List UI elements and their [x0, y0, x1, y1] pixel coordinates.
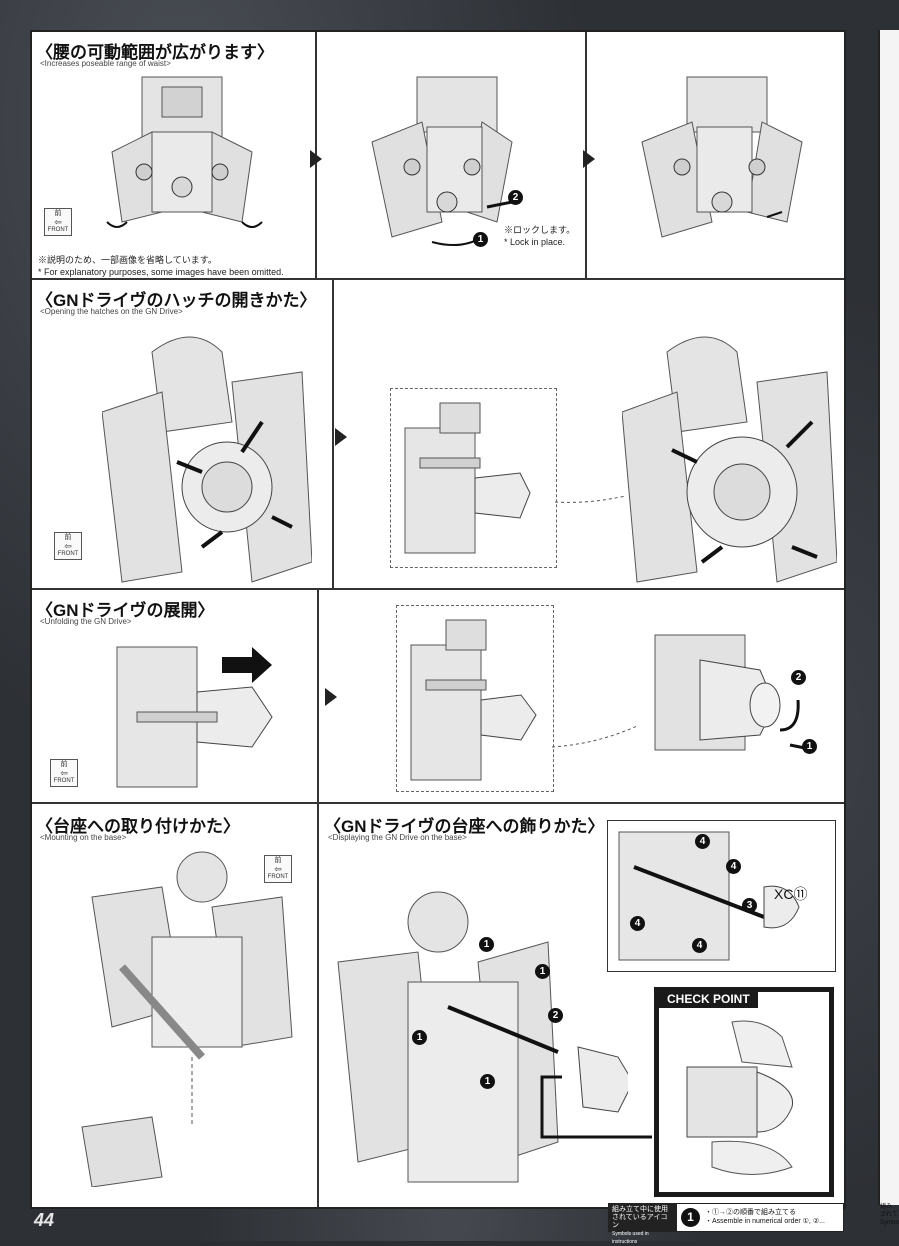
hatch-figure-2	[622, 336, 837, 583]
step-1-badge: 1	[412, 1030, 427, 1045]
front-badge-kanji: 前	[274, 857, 282, 864]
arrow-left-icon: ⇦	[274, 864, 282, 874]
legend-header: 組み立て中に使用されているアイコン Symbols used in instru…	[609, 1204, 677, 1245]
step-1-badge: 1	[802, 739, 817, 754]
display-detail-figure	[618, 831, 800, 961]
step-1-badge: 1	[535, 964, 550, 979]
instruction-page: 〈腰の可動範囲が広がります〉 <Increases poseable range…	[30, 30, 846, 1209]
front-badge-unfold: 前 ⇦ FRONT	[50, 759, 78, 787]
legend-text: ・①→②の順番で組み立てる ・Assemble in numerical ord…	[705, 1208, 825, 1226]
front-badge-label: FRONT	[53, 778, 75, 784]
divider-1	[32, 278, 844, 280]
hatch-subtitle: <Opening the hatches on the GN Drive>	[40, 307, 183, 316]
unfold-divider	[317, 588, 319, 802]
front-badge-label: FRONT	[57, 551, 79, 557]
step-1-badge: 1	[479, 937, 494, 952]
mount-divider	[317, 802, 319, 1207]
check-point-label: CHECK POINT	[659, 990, 758, 1008]
lock-note: ※ロックします。 * Lock in place.	[504, 224, 575, 248]
front-badge-waist: 前 ⇦ FRONT	[44, 208, 72, 236]
omit-note-en: * For explanatory purposes, some images …	[38, 267, 284, 277]
unfold-title: 〈GNドライヴの展開〉	[36, 601, 215, 620]
waist-figure-3	[641, 76, 803, 238]
check-point-figure	[686, 1020, 794, 1175]
adjacent-page-edge	[878, 30, 899, 1205]
unfold-subtitle: <Unfolding the GN Drive>	[40, 617, 132, 626]
hatch-detail-box	[390, 388, 557, 568]
unfold-figure-1	[116, 646, 273, 788]
display-detail-box	[607, 820, 836, 972]
page-number: 44	[34, 1210, 55, 1230]
divider-2	[32, 588, 844, 590]
edge-text-en: Symbo	[880, 1220, 899, 1226]
front-badge-kanji: 前	[60, 761, 68, 768]
next-step-arrow-icon	[325, 688, 337, 706]
hatch-detail-figure	[404, 402, 531, 554]
unfold-figure-2	[654, 634, 816, 752]
step-4-badge: 4	[695, 834, 710, 849]
waist-title: 〈腰の可動範囲が広がります〉	[36, 43, 274, 62]
legend-text-jp: ・①→②の順番で組み立てる	[705, 1209, 796, 1216]
legend-head-jp: 組み立て中に使用されているアイコン	[612, 1206, 668, 1229]
step-4-badge: 4	[726, 859, 741, 874]
step-1-badge: 1	[473, 232, 488, 247]
display-title: 〈GNドライヴの台座への飾りかた〉	[324, 817, 605, 836]
front-badge-hatch: 前 ⇦ FRONT	[54, 532, 82, 560]
hatch-figure-1	[102, 336, 312, 583]
waist-figure-2	[371, 76, 513, 247]
mount-subtitle: <Mounting on the base>	[40, 833, 127, 842]
display-figure	[337, 891, 628, 1183]
dotted-pointer	[552, 725, 638, 748]
waist-figure-1	[106, 76, 263, 228]
legend-step-badge: 1	[681, 1208, 700, 1227]
step-2-badge: 2	[791, 670, 806, 685]
step-2-badge: 2	[548, 1008, 563, 1023]
step-4-badge: 4	[692, 938, 707, 953]
front-badge-kanji: 前	[54, 210, 62, 217]
omit-note-jp: ※説明のため、一部画像を省略しています。	[38, 255, 217, 265]
divider-3	[32, 802, 844, 804]
front-badge-kanji: 前	[64, 534, 72, 541]
part-code-label: XC⑪	[774, 886, 808, 902]
next-step-arrow-icon	[583, 150, 595, 168]
mount-title: 〈台座への取り付けかた〉	[36, 817, 240, 836]
icon-legend: 組み立て中に使用されているアイコン Symbols used in instru…	[608, 1203, 844, 1245]
front-badge-label: FRONT	[267, 874, 289, 880]
hatch-title: 〈GNドライヴのハッチの開きかた〉	[36, 291, 317, 310]
hatch-divider	[332, 278, 334, 588]
front-badge-mount: 前 ⇦ FRONT	[264, 855, 292, 883]
unfold-detail-box	[396, 605, 554, 792]
lock-note-en: * Lock in place.	[504, 237, 566, 247]
arrow-left-icon: ⇦	[54, 217, 62, 227]
arrow-left-icon: ⇦	[60, 768, 68, 778]
edge-text-jp2: されて	[880, 1212, 898, 1218]
dotted-pointer	[555, 495, 626, 503]
arrow-left-icon: ⇦	[64, 541, 72, 551]
display-subtitle: <Displaying the GN Drive on the base>	[328, 833, 467, 842]
step-1-badge: 1	[480, 1074, 495, 1089]
check-point-connector	[540, 1075, 652, 1139]
lock-note-jp: ※ロックします。	[504, 225, 576, 235]
omit-note: ※説明のため、一部画像を省略しています。 * For explanatory p…	[38, 254, 284, 278]
waist-subtitle: <Increases poseable range of waist>	[40, 59, 171, 68]
front-badge-label: FRONT	[47, 227, 69, 233]
adjacent-page-legend-text: 組み されて Symbo	[880, 1203, 899, 1227]
step-4-badge: 4	[630, 916, 645, 931]
unfold-detail-figure	[410, 619, 537, 781]
legend-text-en: ・Assemble in numerical order ①, ②...	[705, 1218, 825, 1225]
edge-text-jp: 組み	[880, 1204, 893, 1210]
next-step-arrow-icon	[335, 428, 347, 446]
legend-head-en: Symbols used in instructions	[612, 1231, 649, 1245]
mount-figure	[81, 851, 293, 1187]
step-3-badge: 3	[742, 898, 757, 913]
step-2-badge: 2	[508, 190, 523, 205]
next-step-arrow-icon	[310, 150, 322, 168]
